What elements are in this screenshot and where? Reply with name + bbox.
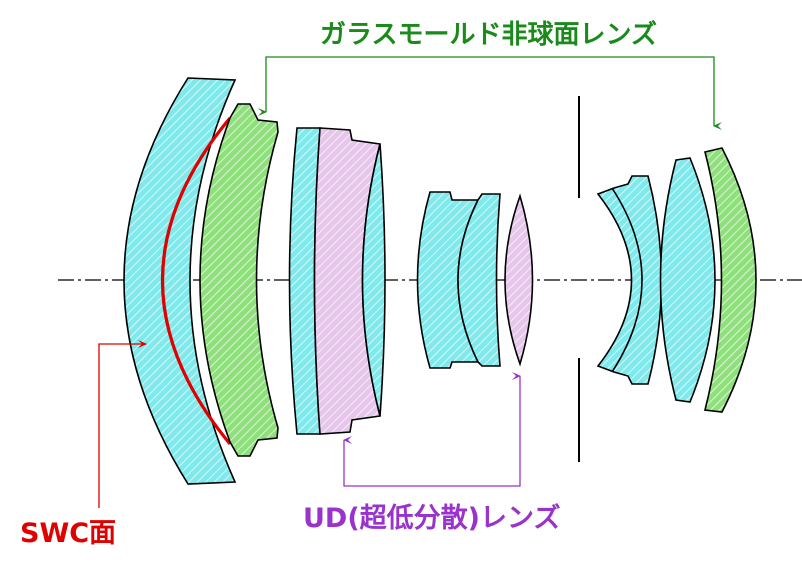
lens-element-9: [596, 175, 663, 385]
ud-callout-line: [343, 372, 521, 487]
ud-lens-label: UD(超低分散)レンズ: [303, 503, 561, 534]
swc-surface: [160, 116, 232, 446]
lens-element-10: [659, 157, 716, 403]
aspheric-callout-line: [258, 56, 722, 130]
lens-element-7: [457, 193, 501, 367]
lens-element-11-aspheric: [704, 147, 757, 413]
swc-callout-line: [98, 340, 147, 508]
aspheric-lens-label: ガラスモールド非球面レンズ: [320, 20, 657, 50]
lens-element-8-ud: [504, 193, 534, 367]
swc-surface-label: SWC面: [20, 518, 117, 549]
lens-element-2-aspheric: [199, 103, 279, 457]
lens-element-9-cemented-surface: [611, 187, 643, 373]
lens-element-1: [123, 77, 237, 485]
